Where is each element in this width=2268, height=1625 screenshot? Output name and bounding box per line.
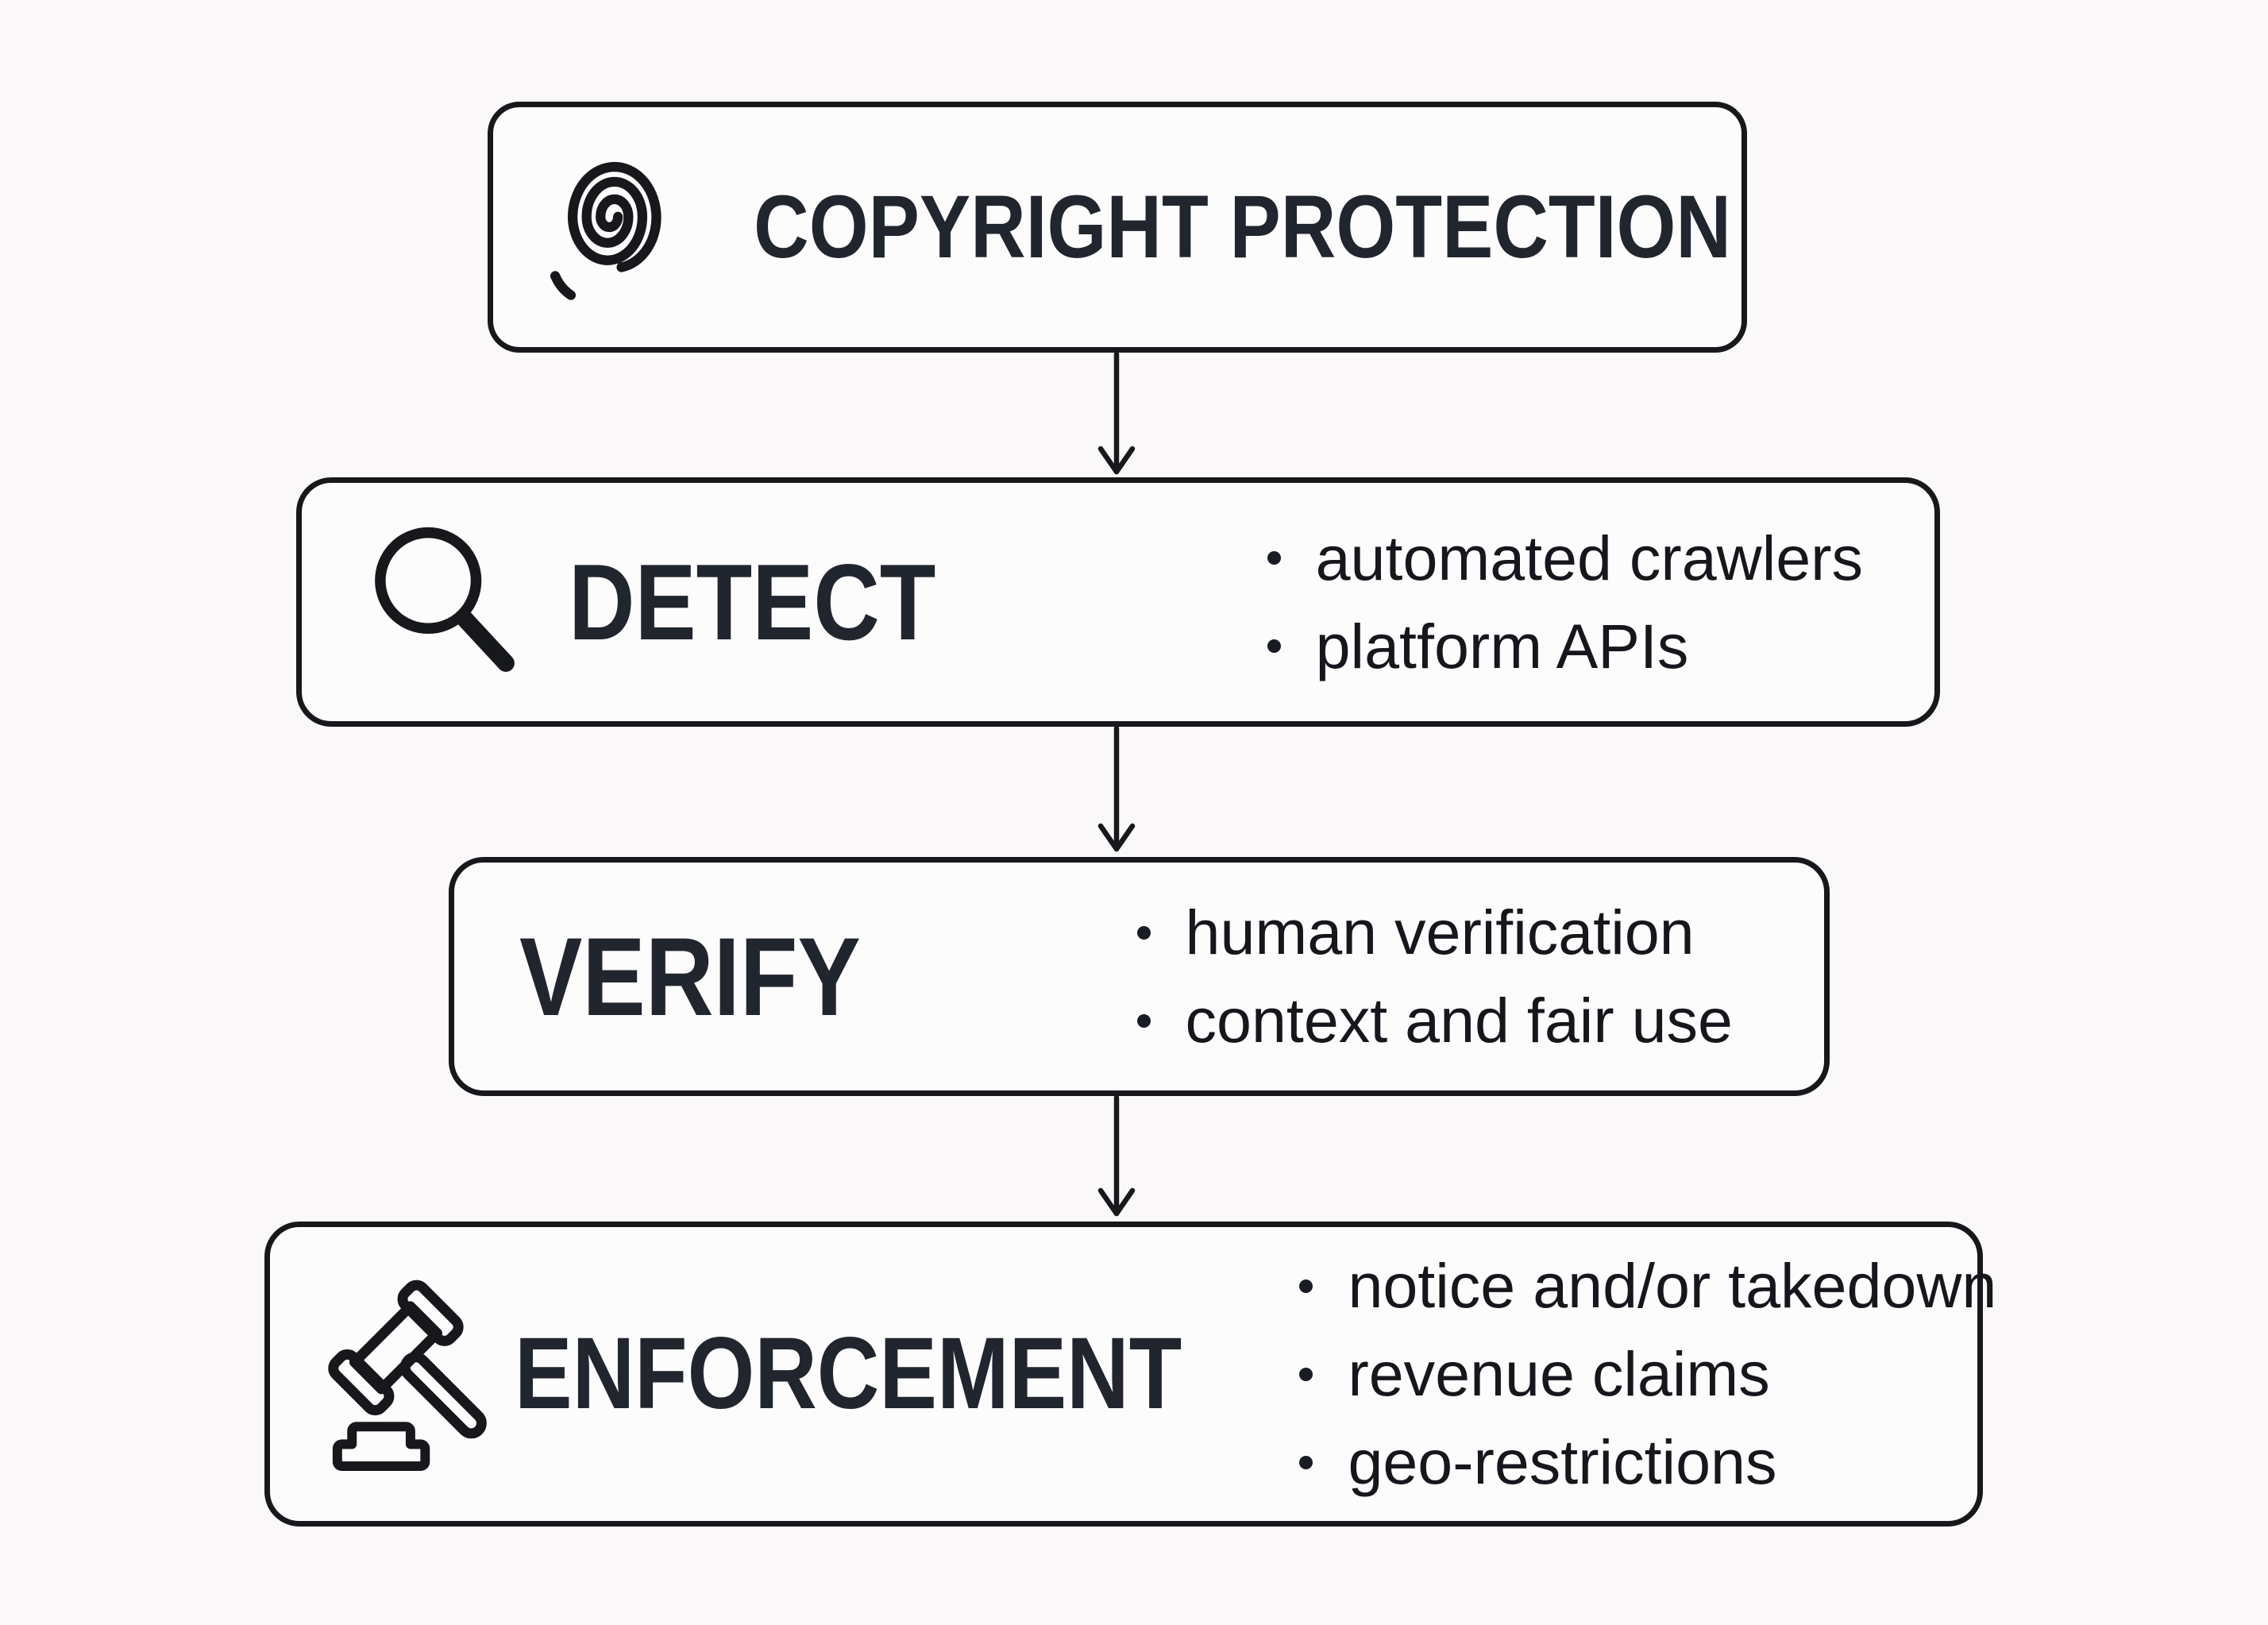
list-item: automated crawlers: [1267, 514, 1863, 602]
bullet-list: human verification context and fair use: [1136, 889, 1733, 1065]
arrow-down-icon: [1097, 1096, 1136, 1217]
node-title: DETECT: [569, 542, 936, 662]
node-enforcement: ENFORCEMENT notice and/or takedown reven…: [264, 1222, 1996, 1527]
bullet-list: automated crawlers platform APIs: [1267, 514, 1863, 690]
list-item: platform APIs: [1267, 602, 1863, 690]
bullet-dot-icon: [1267, 639, 1281, 653]
bullet-list: notice and/or takedown revenue claims ge…: [1299, 1242, 1996, 1507]
list-item: geo-restrictions: [1299, 1418, 1996, 1507]
list-item: human verification: [1136, 889, 1733, 977]
gavel-icon: [308, 1272, 492, 1476]
bullet-dot-icon: [1299, 1455, 1313, 1469]
list-item: context and fair use: [1136, 977, 1733, 1065]
arrow-down-icon: [1097, 353, 1136, 475]
bullet-dot-icon: [1299, 1279, 1313, 1293]
node-title: VERIFY: [519, 913, 861, 1039]
fingerprint-icon: [541, 147, 674, 307]
bullet-dot-icon: [1267, 551, 1281, 565]
arrow-down-icon: [1097, 727, 1136, 852]
bullet-dot-icon: [1136, 1013, 1151, 1028]
bullet-dot-icon: [1299, 1367, 1313, 1381]
node-title: ENFORCEMENT: [515, 1317, 1182, 1430]
node-copyright-protection: COPYRIGHT PROTECTION: [488, 102, 1747, 353]
list-item: revenue claims: [1299, 1330, 1996, 1418]
list-item: notice and/or takedown: [1299, 1242, 1996, 1330]
search-icon: [362, 518, 527, 686]
node-verify: VERIFY human verification context and fa…: [449, 857, 1830, 1096]
node-title: COPYRIGHT PROTECTION: [754, 177, 1731, 276]
node-detect: DETECT automated crawlers platform APIs: [296, 477, 1940, 727]
bullet-dot-icon: [1136, 925, 1151, 940]
